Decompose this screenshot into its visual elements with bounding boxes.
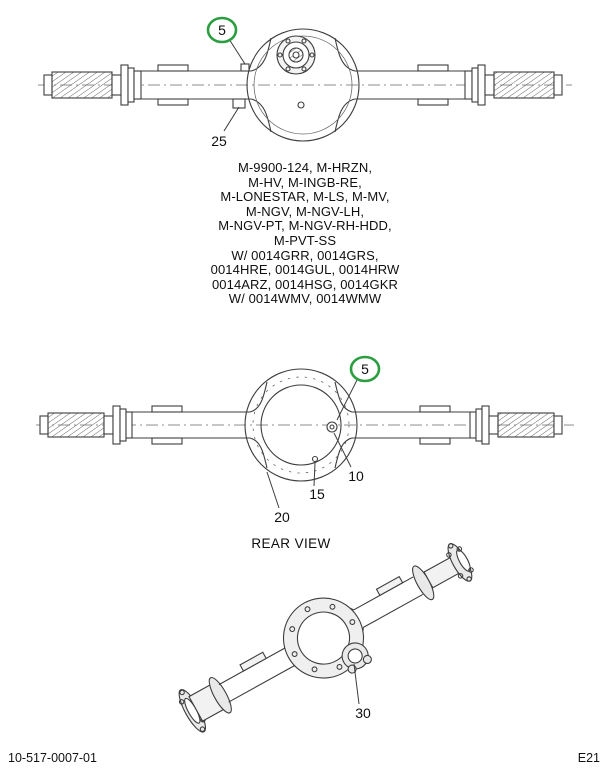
callout-5-leader [228,38,246,65]
applicability-line: 0014ARZ, 0014HSG, 0014GKR [211,276,399,292]
callout-25-leader [223,106,240,132]
callout-15-label: 15 [309,486,325,502]
left-axle-shaft [39,405,133,445]
rear-view-diagram: 5 10 15 20 REAR VIEW [36,355,574,551]
vent-fitting [326,421,338,433]
rear-view-caption: REAR VIEW [251,536,330,551]
applicability-line: W/ 0014WMV, 0014WMW [228,291,382,307]
applicability-line: M-9900-124, M-HRZN, [237,160,373,175]
callout-30-leader [353,663,360,705]
differential-housing [246,28,360,142]
applicability-line: M-LONESTAR, M-LS, M-MV, [220,189,390,205]
right-wheel-flange [446,543,474,582]
model-applicability-text: M-9900-124, M-HRZN, M-HV, M-INGB-RE, M-L… [0,160,610,307]
applicability-line: W/ 0014GRR, 0014GRS, [231,247,379,263]
callout-20-label: 20 [274,509,290,525]
applicability-line: M-NGV-PT, M-NGV-RH-HDD, [218,218,392,234]
applicability-line: 0014HRE, 0014GUL, 0014HRW [210,262,400,278]
isometric-view-diagram: 30 [178,543,474,733]
callout-10-label: 10 [348,468,364,484]
callout-5-rear-highlight-circle [349,355,381,383]
callout-20-rear[interactable]: 20 [266,471,290,525]
applicability-line: M-HV, M-INGB-RE, [248,174,362,190]
front-axle-housing-drawing [38,28,572,142]
callout-10-rear[interactable]: 10 [333,432,364,484]
callout-5-front[interactable]: 5 [206,16,246,65]
callout-5-rear-leader [336,379,358,421]
callout-5-highlight-circle [206,16,238,44]
right-axle-tube-iso [353,556,460,628]
differential-housing-rear [244,368,358,482]
callout-5-label: 5 [218,22,226,38]
right-axle-shaft [469,405,563,445]
callout-25-front[interactable]: 25 [211,106,240,149]
right-axle-tube [352,405,470,445]
left-axle-shaft [43,64,142,106]
callout-30-label: 30 [355,705,371,721]
callout-10-leader [333,432,352,468]
left-wheel-hub [178,676,232,733]
callout-15-leader [313,462,316,487]
left-axle-tube [132,405,250,445]
cover-bolt [311,455,319,463]
figure-number: 10-517-0007-01 [8,751,97,765]
left-axle-tube [141,63,251,109]
callout-20-leader [266,471,280,509]
rear-axle-housing-drawing [36,368,574,482]
callout-5-rear[interactable]: 5 [336,355,381,421]
callout-25-label: 25 [211,133,227,149]
applicability-line: M-PVT-SS [273,232,337,248]
right-axle-shaft [464,64,563,106]
left-axle-tube-iso [218,647,295,703]
applicability-line: M-NGV, M-NGV-LH, [245,203,365,219]
pinion-yoke [341,642,372,674]
callout-15-rear[interactable]: 15 [309,462,325,502]
callout-5-rear-label: 5 [361,361,369,377]
page-code: E21 [577,751,600,765]
differential-housing-iso [282,597,365,679]
axle-assembly-isometric-drawing [178,543,474,733]
callout-30-iso[interactable]: 30 [353,663,371,721]
front-view-diagram: 5 25 [38,16,572,149]
right-axle-tube [355,64,465,106]
